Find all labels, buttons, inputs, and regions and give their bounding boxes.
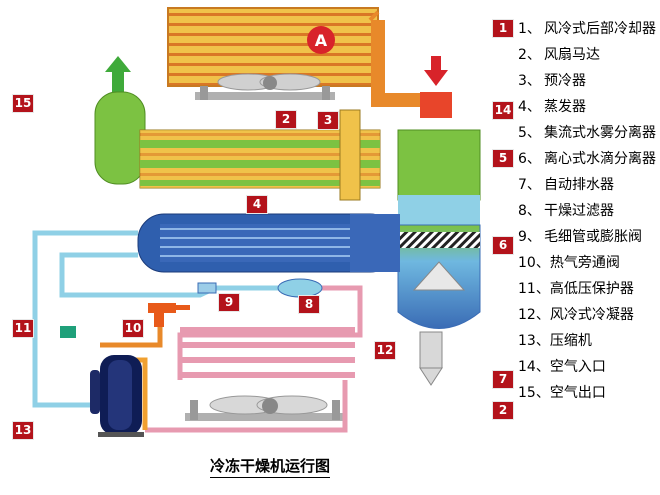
pressure-protector (60, 326, 76, 338)
legend-item: 13、压缩机 (518, 333, 592, 349)
legend-item: 3、预冷器 (518, 73, 586, 89)
callout-3: 3 (317, 111, 339, 130)
callout-4: 4 (246, 195, 268, 214)
aftercooler: A (167, 7, 420, 107)
callout-2-bottom: 2 (492, 401, 514, 420)
diagram-caption: 冷冻干燥机运行图 (0, 455, 540, 478)
legend-item: 9、毛细管或膨胀阀 (518, 229, 642, 245)
callout-10: 10 (122, 319, 144, 338)
aftercooler-badge-text: A (315, 31, 328, 50)
air-outlet-arrow (105, 56, 131, 92)
fan-motor-bottom (185, 395, 345, 421)
legend-item: 15、空气出口 (518, 385, 606, 401)
legend-item: 8、干燥过滤器 (518, 203, 614, 219)
compressor (90, 355, 144, 437)
evaporator (137, 213, 400, 273)
callout-5: 5 (492, 149, 514, 168)
legend-item: 4、蒸发器 (518, 99, 586, 115)
legend-item: 6、离心式水滴分离器 (518, 151, 656, 167)
legend-item: 14、空气入口 (518, 359, 606, 375)
legend-item: 5、集流式水雾分离器 (518, 125, 656, 141)
callout-8: 8 (298, 295, 320, 314)
callout-7: 7 (492, 370, 514, 389)
legend-item: 10、热气旁通阀 (518, 255, 620, 271)
callout-13: 13 (12, 421, 34, 440)
precooler (94, 91, 381, 201)
air-inlet-arrow (420, 56, 452, 118)
hot-gas-bypass-valve (148, 303, 190, 327)
legend-item: 7、自动排水器 (518, 177, 614, 193)
callout-15: 15 (12, 94, 34, 113)
callout-2-top: 2 (275, 110, 297, 129)
legend-item: 1、风冷式后部冷却器 (518, 21, 656, 37)
callout-1: 1 (492, 19, 514, 38)
fan-motor-top (195, 73, 335, 100)
legend-item: 11、高低压保护器 (518, 281, 634, 297)
capillary-valve (197, 282, 217, 294)
callout-6: 6 (492, 236, 514, 255)
callout-14: 14 (492, 101, 514, 120)
aftercooler-badge (307, 26, 335, 54)
callout-12: 12 (374, 341, 396, 360)
callout-11: 11 (12, 319, 34, 338)
callout-9: 9 (218, 293, 240, 312)
legend-item: 2、风扇马达 (518, 47, 600, 63)
legend-item: 12、风冷式冷凝器 (518, 307, 634, 323)
separator-vessel (397, 129, 481, 386)
